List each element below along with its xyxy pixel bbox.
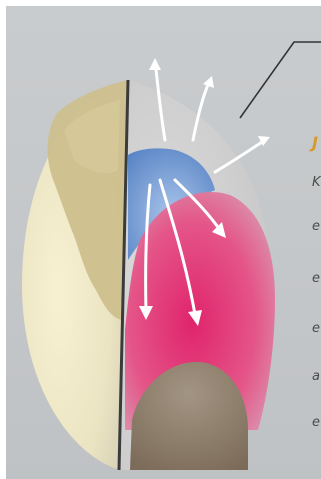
header-letter: J [312, 136, 318, 150]
text-line-3: e [312, 272, 320, 286]
text-line-5: a [312, 370, 320, 384]
arrow-up-left-head [149, 58, 161, 70]
text-line-6: e [312, 416, 320, 430]
text-line-4: e [312, 322, 320, 336]
text-line-2: e [312, 220, 320, 234]
leader-line [240, 42, 321, 118]
text-line-1: K [312, 176, 321, 190]
